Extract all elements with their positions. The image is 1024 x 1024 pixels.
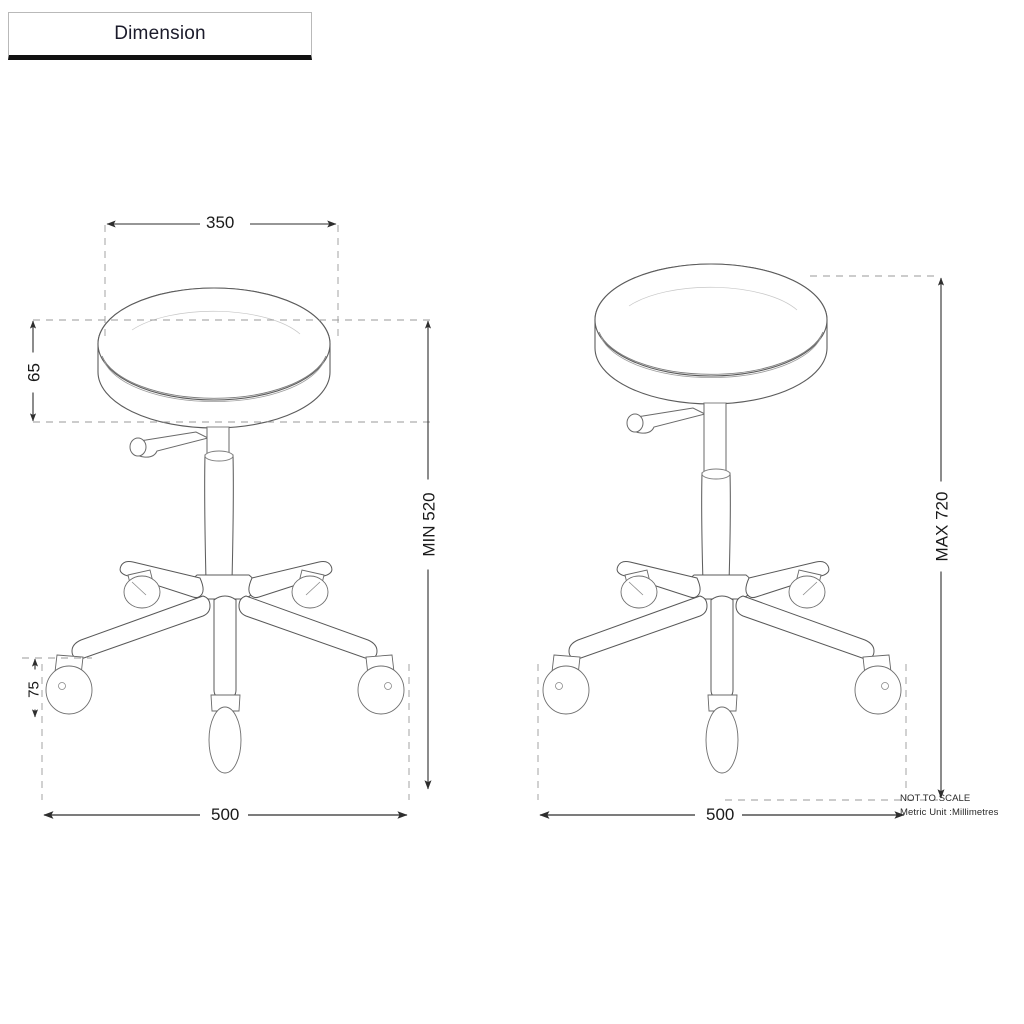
dimension-lines-left [22,220,432,819]
note-metric-unit: Metric Unit :Millimetres [900,807,999,818]
stool-right-view [594,263,828,584]
dimension-label-base-diameter-left: 500 [208,806,243,823]
dimension-lines-right [537,275,945,819]
dimension-tab-label: Dimension [114,22,206,44]
stool-left-view [45,287,405,774]
stool-right-view-base [542,561,902,774]
dimension-label-height-min: MIN 520 [420,479,439,570]
note-not-to-scale: NOT TO SCALE [900,793,971,804]
dimension-label-caster-height: 75 [26,669,43,710]
dimension-tab[interactable]: Dimension [8,12,312,60]
dimension-label-base-diameter-right: 500 [703,806,738,823]
dimension-label-height-max: MAX 720 [933,481,952,572]
dimension-label-seat-thickness: 65 [25,352,44,393]
dimension-label-seat-diameter: 350 [203,214,238,231]
